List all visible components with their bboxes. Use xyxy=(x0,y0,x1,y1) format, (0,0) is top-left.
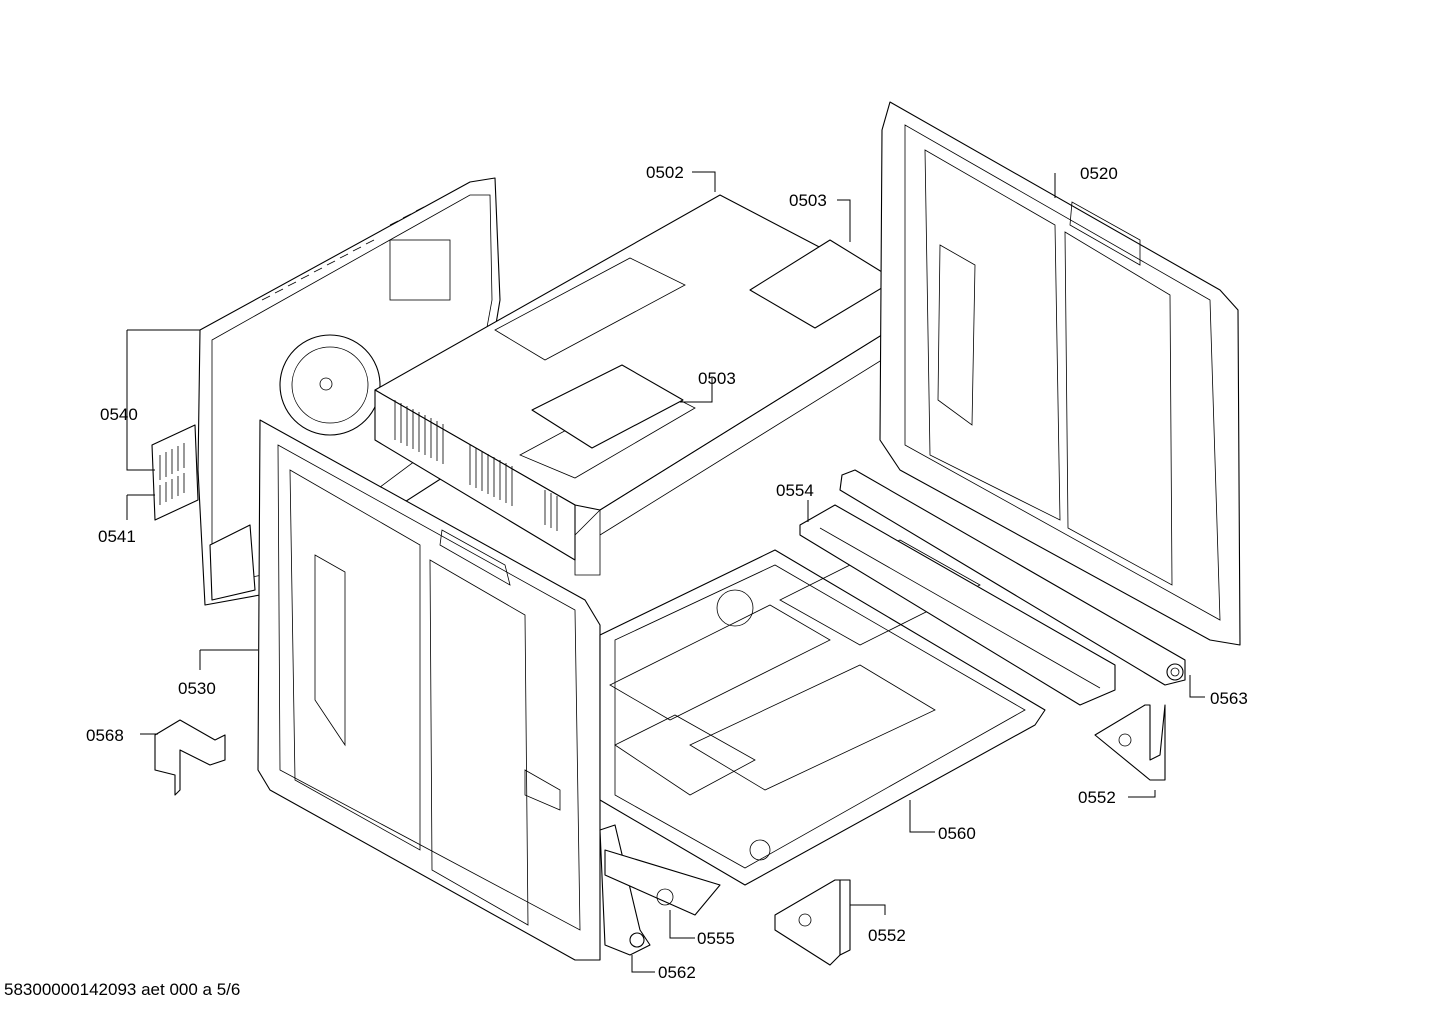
callout-0568: 0568 xyxy=(86,726,124,745)
callout-labels: 0502 0503 0520 0503 0540 0541 0554 0563 … xyxy=(86,163,1248,982)
bottom-base-0560 xyxy=(599,539,1046,886)
callout-0530: 0530 xyxy=(178,679,216,698)
callout-0540: 0540 xyxy=(100,405,138,424)
bracket-0552-right xyxy=(1094,704,1166,781)
bracket-0568 xyxy=(154,719,226,796)
callout-0560: 0560 xyxy=(938,824,976,843)
callout-0541: 0541 xyxy=(98,527,136,546)
callout-0520: 0520 xyxy=(1080,164,1118,183)
leader-lines xyxy=(126,171,1205,973)
right-side-wall-0520 xyxy=(879,101,1241,646)
rail-0563 xyxy=(839,469,1186,686)
callout-0552-right: 0552 xyxy=(1078,788,1116,807)
left-side-wall-0530 xyxy=(257,419,601,961)
document-reference-footer: 58300000142093 aet 000 a 5/6 xyxy=(4,980,241,999)
bracket-0555 xyxy=(604,849,721,916)
rail-0554 xyxy=(799,504,1116,706)
callout-0562: 0562 xyxy=(658,963,696,982)
side-panel-0541 xyxy=(151,424,199,521)
callout-0554: 0554 xyxy=(776,481,814,500)
callout-0552-bottom: 0552 xyxy=(868,926,906,945)
callout-0563: 0563 xyxy=(1210,689,1248,708)
callout-0503-middle: 0503 xyxy=(698,369,736,388)
callout-0503-top: 0503 xyxy=(789,191,827,210)
callout-0502: 0502 xyxy=(646,163,684,182)
bracket-0552-bottom xyxy=(774,879,851,966)
callout-0555: 0555 xyxy=(697,929,735,948)
